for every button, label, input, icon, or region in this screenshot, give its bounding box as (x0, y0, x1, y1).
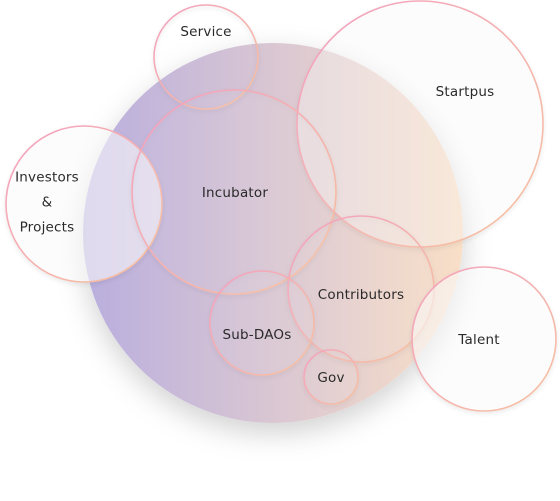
contributors-label: Contributors (317, 287, 405, 303)
investors-label-line-1: Investors (15, 169, 79, 186)
investors-projects-label: Investors & Projects (15, 166, 79, 241)
service-label: Service (180, 24, 232, 40)
gov-circle (303, 349, 359, 405)
talent-circle (411, 266, 557, 412)
talent-label: Talent (458, 332, 500, 348)
sub-daos-label: Sub-DAOs (222, 327, 292, 343)
investors-label-line-2: & (41, 194, 53, 211)
startups-label: Startpus (435, 84, 495, 100)
incubator-label: Incubator (201, 185, 269, 201)
investors-label-line-3: Projects (19, 219, 75, 236)
sub-daos-circle (209, 270, 315, 376)
gov-label: Gov (317, 370, 345, 386)
